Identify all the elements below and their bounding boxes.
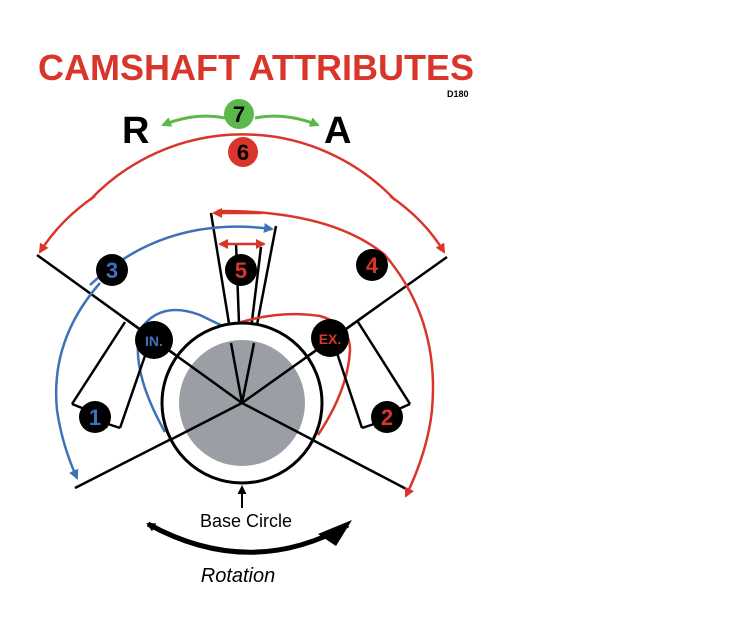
advance-label: A [324,110,351,152]
badge-5: 5 [225,254,257,286]
arc-4 [216,209,435,498]
svg-text:5: 5 [235,258,247,283]
intake-lobe [136,308,233,433]
advance-retard-arrow [161,114,226,127]
badge-6-circle [228,137,258,167]
svg-text:1: 1 [89,405,101,430]
arc-6-right-head [389,194,446,254]
diagram-code: D180 [447,89,469,99]
diagram-title: CAMSHAFT ATTRIBUTES [38,47,474,88]
svg-text:2: 2 [381,405,393,430]
advance-retard-arrow-right [254,114,320,127]
badge-7: 7 [233,102,245,127]
badge-7-circle [224,99,254,129]
base-circle-label: Base Circle [200,511,292,531]
rotation-label: Rotation [201,565,276,587]
arc-6-left-head [38,194,96,254]
svg-text:EX.: EX. [319,331,342,347]
bracket-1 [70,321,149,430]
badge-2: 2 [371,401,403,433]
svg-text:4: 4 [366,253,379,278]
rotation-arrow-tail [318,520,352,546]
badge-4: 4 [356,249,388,281]
retard-label: R [122,110,149,152]
arc-6 [89,133,396,201]
arc-3-lower [54,282,101,480]
badge-1: 1 [79,401,111,433]
svg-text:IN.: IN. [145,333,163,349]
svg-text:3: 3 [106,258,118,283]
exhaust-badge: EX. [311,319,349,357]
badge-3: 3 [96,254,128,286]
intake-badge: IN. [135,321,173,359]
badge-6: 6 [237,140,249,165]
